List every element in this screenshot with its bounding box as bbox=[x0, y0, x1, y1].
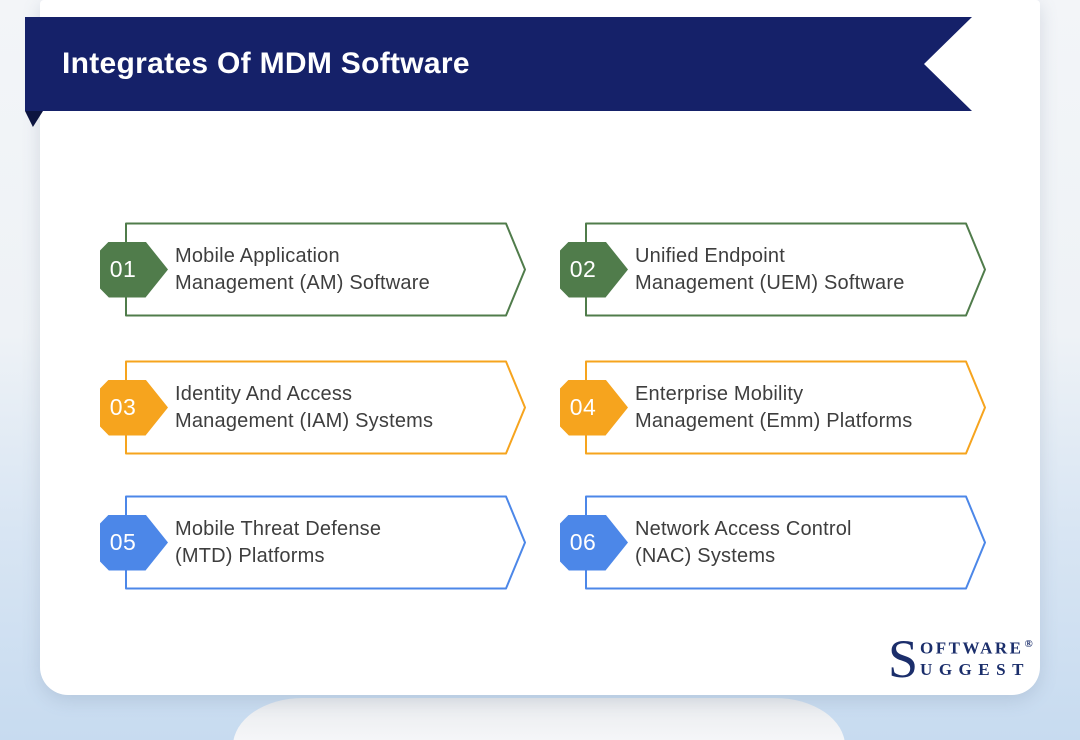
arrow-outline bbox=[585, 495, 986, 590]
integration-item-04: 04 Enterprise Mobility Management (Emm) … bbox=[560, 360, 987, 455]
integration-item-01: 01 Mobile Application Management (AM) So… bbox=[100, 222, 527, 317]
integration-item-02: 02 Unified Endpoint Management (UEM) Sof… bbox=[560, 222, 987, 317]
item-label: Mobile Threat Defense (MTD) Platforms bbox=[175, 516, 381, 570]
item-label: Network Access Control (NAC) Systems bbox=[635, 516, 852, 570]
item-label-line2: Management (AM) Software bbox=[175, 271, 430, 294]
logo-initial: S bbox=[888, 629, 919, 689]
item-label-line1: Identity And Access bbox=[175, 382, 353, 405]
item-label-line2: (NAC) Systems bbox=[635, 544, 776, 567]
logo-wordmark: OFTWARE® UGGEST bbox=[920, 638, 1033, 680]
item-label-line1: Unified Endpoint bbox=[635, 244, 785, 267]
logo-word-top-text: OFTWARE bbox=[920, 638, 1024, 658]
item-label: Enterprise Mobility Management (Emm) Pla… bbox=[635, 381, 913, 435]
item-label-line1: Mobile Application bbox=[175, 244, 340, 267]
item-label-line2: Management (IAM) Systems bbox=[175, 409, 434, 432]
item-label: Unified Endpoint Management (UEM) Softwa… bbox=[635, 243, 905, 297]
item-label-line2: Management (Emm) Platforms bbox=[635, 409, 913, 432]
item-label: Mobile Application Management (AM) Softw… bbox=[175, 243, 430, 297]
item-label: Identity And Access Management (IAM) Sys… bbox=[175, 381, 433, 435]
integration-item-06: 06 Network Access Control (NAC) Systems bbox=[560, 495, 987, 590]
arrow-outline bbox=[125, 495, 526, 590]
bottom-decorative-shape bbox=[233, 698, 845, 740]
arrow-outline bbox=[585, 222, 986, 317]
registered-trademark-icon: ® bbox=[1024, 638, 1033, 651]
arrow-outline bbox=[125, 222, 526, 317]
integration-item-03: 03 Identity And Access Management (IAM) … bbox=[100, 360, 527, 455]
arrow-outline bbox=[585, 360, 986, 455]
item-label-line1: Network Access Control bbox=[635, 517, 852, 540]
arrow-outline bbox=[125, 360, 526, 455]
header-ribbon: Integrates Of MDM Software bbox=[25, 17, 972, 111]
softwaresuggest-logo: S OFTWARE® UGGEST bbox=[888, 629, 1033, 689]
integration-item-05: 05 Mobile Threat Defense (MTD) Platforms bbox=[100, 495, 527, 590]
logo-word-top: OFTWARE® bbox=[920, 638, 1033, 659]
item-label-line1: Enterprise Mobility bbox=[635, 382, 804, 405]
item-label-line2: (MTD) Platforms bbox=[175, 544, 325, 567]
logo-word-bottom: UGGEST bbox=[920, 659, 1030, 679]
item-label-line2: Management (UEM) Software bbox=[635, 271, 905, 294]
item-label-line1: Mobile Threat Defense bbox=[175, 517, 382, 540]
page-title: Integrates Of MDM Software bbox=[62, 47, 470, 80]
